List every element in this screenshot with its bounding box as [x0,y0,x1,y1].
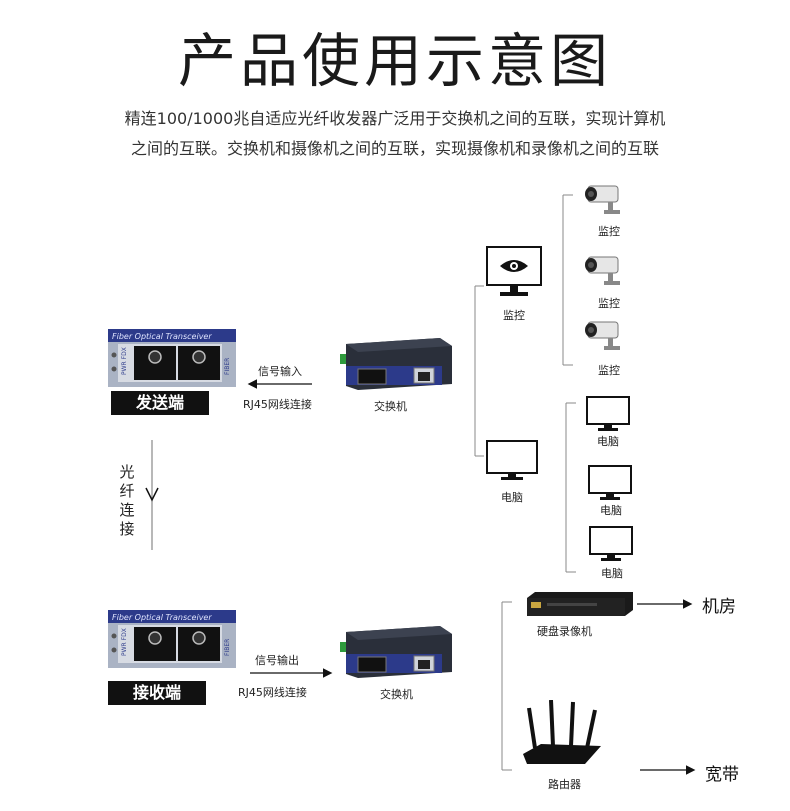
svg-text:PWR FDX: PWR FDX [121,628,128,656]
receiver-converter: Fiber Optical Transceiver PWR FDX FIBER [108,610,236,668]
monitor-hub-icon [486,246,542,298]
pc-icon [588,465,632,501]
pc-hub-icon [486,440,538,482]
description-line-2: 之间的互联。交换机和摄像机之间的互联，实现摄像机和录像机之间的互联 [130,139,659,158]
receiver-switch [340,626,452,681]
pc-icon [589,526,633,562]
camera-icon [582,318,624,354]
fiber-char: 接 [119,520,135,538]
pc-label: 电脑 [600,504,622,517]
sender-switch-label: 交换机 [374,400,407,413]
sender-badge: 发送端 [111,391,209,415]
camera-label: 监控 [598,297,620,310]
receiver-switch-label: 交换机 [380,688,413,701]
pc-label: 电脑 [597,435,619,448]
camera-icon [582,253,624,289]
description: 精连100/1000兆自适应光纤收发器广泛用于交换机之间的互联，实现计算机 之间… [60,104,730,164]
svg-text:PWR FDX: PWR FDX [121,347,128,375]
fiber-char: 纤 [119,482,135,500]
router-target-label: 宽带 [705,765,739,785]
pc-hub-label: 电脑 [501,491,523,504]
dvr-target-label: 机房 [702,597,736,617]
page-title: 产品使用示意图 [177,27,612,95]
camera-label: 监控 [598,364,620,377]
description-line-1: 精连100/1000兆自适应光纤收发器广泛用于交换机之间的互联，实现计算机 [124,109,666,128]
router-label: 路由器 [548,778,581,791]
fiber-char: 连 [119,501,135,519]
monitor-hub-label: 监控 [503,309,525,322]
sender-switch [340,338,452,393]
camera-icon [582,182,624,218]
receiver-badge: 接收端 [108,681,206,705]
converter-label: Fiber Optical Transceiver [112,332,212,341]
router-icon [521,699,603,768]
sender-converter: Fiber Optical Transceiver PWR FDX FIBER [108,329,236,387]
pc-label: 电脑 [601,567,623,580]
dvr-icon [527,592,633,616]
sender-signal-label: 信号输入 [258,365,302,378]
dvr-label: 硬盘录像机 [537,625,592,638]
svg-text:FIBER: FIBER [224,358,231,375]
fiber-arrow [145,487,159,502]
fiber-link-label: 光 纤 连 接 [118,463,136,539]
sender-rj45-label: RJ45网线连接 [243,398,312,411]
pc-icon [586,396,630,432]
svg-text:FIBER: FIBER [224,639,231,656]
camera-label: 监控 [598,225,620,238]
converter-label: Fiber Optical Transceiver [112,613,212,622]
receiver-signal-label: 信号输出 [255,654,299,667]
receiver-rj45-label: RJ45网线连接 [238,686,307,699]
fiber-char: 光 [119,463,135,481]
